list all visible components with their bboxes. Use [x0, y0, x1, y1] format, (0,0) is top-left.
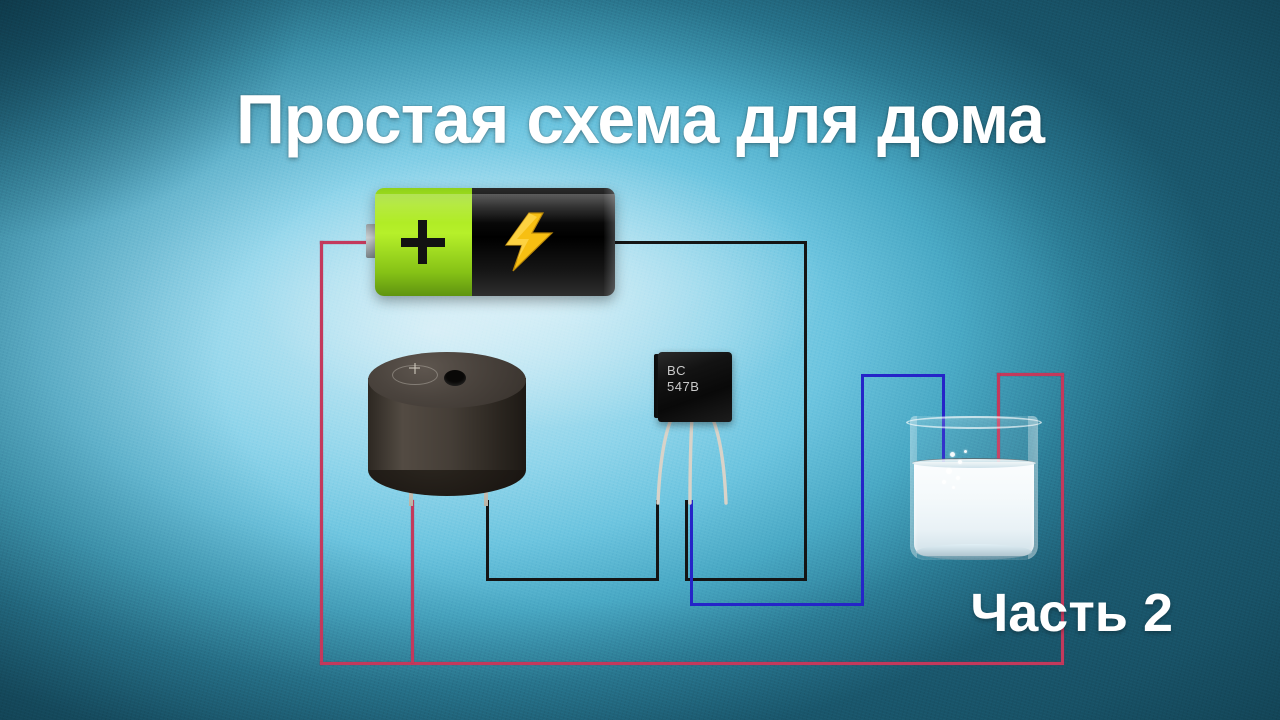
water-bubble [942, 480, 946, 484]
buzzer-sound-hole [444, 370, 466, 386]
water-body [914, 462, 1034, 556]
wire-blue-riser [861, 374, 864, 605]
water-bubble [964, 450, 967, 453]
water-bubble [956, 476, 960, 480]
battery-positive-terminal [366, 224, 376, 258]
transistor-label: BC 547B [667, 363, 699, 395]
wire-blue-probe-drop [942, 374, 945, 486]
wire-black-buzzer-run [486, 578, 659, 581]
wire-black-battery-top [613, 241, 807, 244]
glass-of-water[interactable] [906, 416, 1042, 564]
transistor-leads [656, 415, 728, 505]
wire-black-bottom-segment [685, 578, 807, 581]
transistor-package [658, 352, 732, 422]
wire-red-right-vertical [1061, 373, 1064, 663]
wire-red-bottom-rail [320, 662, 1064, 665]
glass-base [916, 544, 1032, 560]
transistor-label-line1: BC [667, 363, 687, 378]
wire-red-left-vertical [320, 241, 323, 665]
lightning-bolt-icon [504, 212, 554, 272]
wire-black-right-vertical [804, 241, 807, 580]
wire-blue-base-drop [690, 500, 693, 605]
transistor-label-line2: 547B [667, 379, 700, 394]
piezo-buzzer[interactable] [368, 352, 526, 496]
battery-plus-icon [401, 220, 446, 264]
wire-red-probe-top [997, 373, 1064, 376]
battery-gloss [375, 194, 615, 223]
battery-negative-cap [604, 188, 615, 296]
wire-blue-top-run [861, 374, 945, 377]
glass-rim [906, 416, 1042, 429]
water-bubble [950, 452, 955, 457]
water-bubble [958, 460, 962, 464]
transistor[interactable]: BC 547B [654, 352, 732, 422]
wire-red-battery-top [320, 241, 380, 244]
wire-black-collector-riser [656, 500, 659, 580]
wire-black-emitter-riser [685, 500, 688, 580]
part-label: Часть 2 [970, 583, 1173, 643]
wire-black-buzzer-negative [486, 500, 489, 580]
battery-body [375, 188, 615, 296]
water-bubble [946, 468, 952, 474]
wire-blue-bottom-run [690, 603, 864, 606]
water-bubble [952, 486, 955, 489]
battery[interactable] [366, 188, 615, 296]
wire-red-buzzer-positive [411, 500, 414, 663]
water-surface [912, 458, 1036, 468]
buzzer-polarity-mark [392, 363, 438, 385]
page-title: Простая схема для дома [235, 80, 1045, 158]
